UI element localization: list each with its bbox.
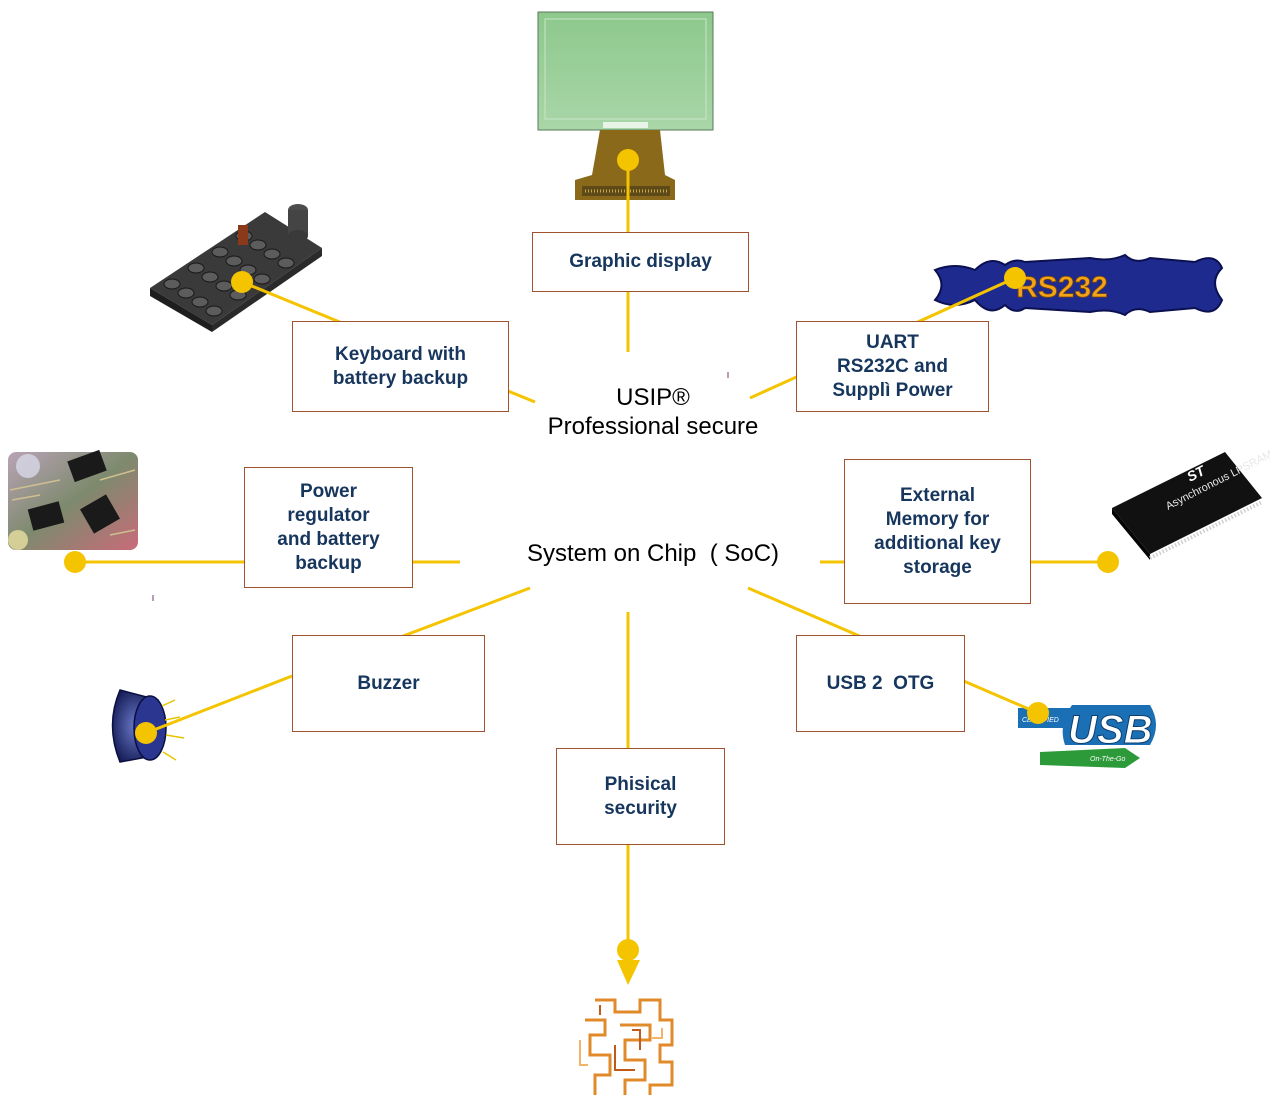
uart-line-3: Supplì Power xyxy=(832,379,953,401)
line-buzzer-lower xyxy=(145,674,293,735)
keyboard-key xyxy=(187,262,205,274)
keyboard-key xyxy=(249,239,267,251)
graphic-display-box: Graphic display xyxy=(532,232,749,292)
power-regulator-box: Power regulator and battery backup xyxy=(244,467,413,588)
graphic-display-line-1: Graphic display xyxy=(569,251,712,272)
power-line-3: and battery xyxy=(277,528,380,550)
external-memory-box: External Memory for additional key stora… xyxy=(844,459,1031,604)
keyboard-line-1: Keyboard with xyxy=(335,343,466,365)
usip-title-line-1: USIP® xyxy=(616,384,690,411)
memory-line-4: storage xyxy=(903,556,972,578)
buzzer-line-1: Buzzer xyxy=(357,672,420,694)
power-line-1: Power xyxy=(299,480,357,502)
soc-label: System on Chip ( SoC) xyxy=(470,539,836,568)
security-arrowhead xyxy=(617,960,640,985)
line-buzzer-upper xyxy=(397,586,531,640)
keyboard-key xyxy=(277,257,295,269)
uart-box: UART RS232C and Supplì Power xyxy=(796,321,989,412)
keyboard-key xyxy=(163,278,181,290)
keyboard-key xyxy=(263,248,281,260)
rs232-image: RS232 xyxy=(933,253,1224,317)
lcd-display-image xyxy=(537,11,714,200)
memory-line-2: Memory for xyxy=(885,508,990,530)
power-line-4: backup xyxy=(295,552,362,574)
keyboard-image xyxy=(150,204,322,332)
keyboard-line-2: battery backup xyxy=(332,367,469,389)
uart-line-2: RS232C and xyxy=(837,355,948,377)
keyboard-key xyxy=(225,255,243,267)
physical-security-box: Phisical security xyxy=(556,748,725,845)
keyboard-key xyxy=(211,246,229,258)
st-logo: ST xyxy=(1184,462,1208,485)
maze-image xyxy=(579,998,674,1095)
usb-otg-label: On-The-Go xyxy=(1090,756,1126,763)
keyboard-key xyxy=(215,280,233,292)
keyboard-key xyxy=(191,296,209,308)
usb-line-1: USB 2 OTG xyxy=(826,672,935,694)
keyboard-key xyxy=(253,273,271,285)
soc-label-text: System on Chip ( SoC) xyxy=(526,540,780,567)
usip-title-line-2: Professional secure xyxy=(547,413,759,440)
speaker-image xyxy=(111,689,185,763)
usb-otg-logo: CERTIFIED USB On-The-Go xyxy=(1018,705,1156,768)
keyboard-key xyxy=(205,305,223,317)
power-line-2: regulator xyxy=(287,504,370,526)
security-line-1: Phisical xyxy=(604,773,677,795)
rs232-label: RS232 xyxy=(1016,271,1108,304)
keyboard-key xyxy=(177,287,195,299)
memory-line-3: additional key xyxy=(874,532,1001,554)
buzzer-box: Buzzer xyxy=(292,635,485,732)
usb-otg-box: USB 2 OTG xyxy=(796,635,965,732)
memory-line-1: External xyxy=(900,484,975,506)
lpsram-chip-image: ST Asynchronous LPSRAM xyxy=(1112,448,1270,560)
connector-dots xyxy=(64,149,1119,961)
usb-label: USB xyxy=(1068,708,1152,752)
keyboard-key xyxy=(201,271,219,283)
security-line-2: security xyxy=(604,797,677,819)
keyboard-box: Keyboard with battery backup xyxy=(292,321,509,412)
usip-title: USIP® Professional secure xyxy=(493,383,813,441)
power-regulator-image xyxy=(8,449,138,550)
uart-line-1: UART xyxy=(866,331,919,353)
